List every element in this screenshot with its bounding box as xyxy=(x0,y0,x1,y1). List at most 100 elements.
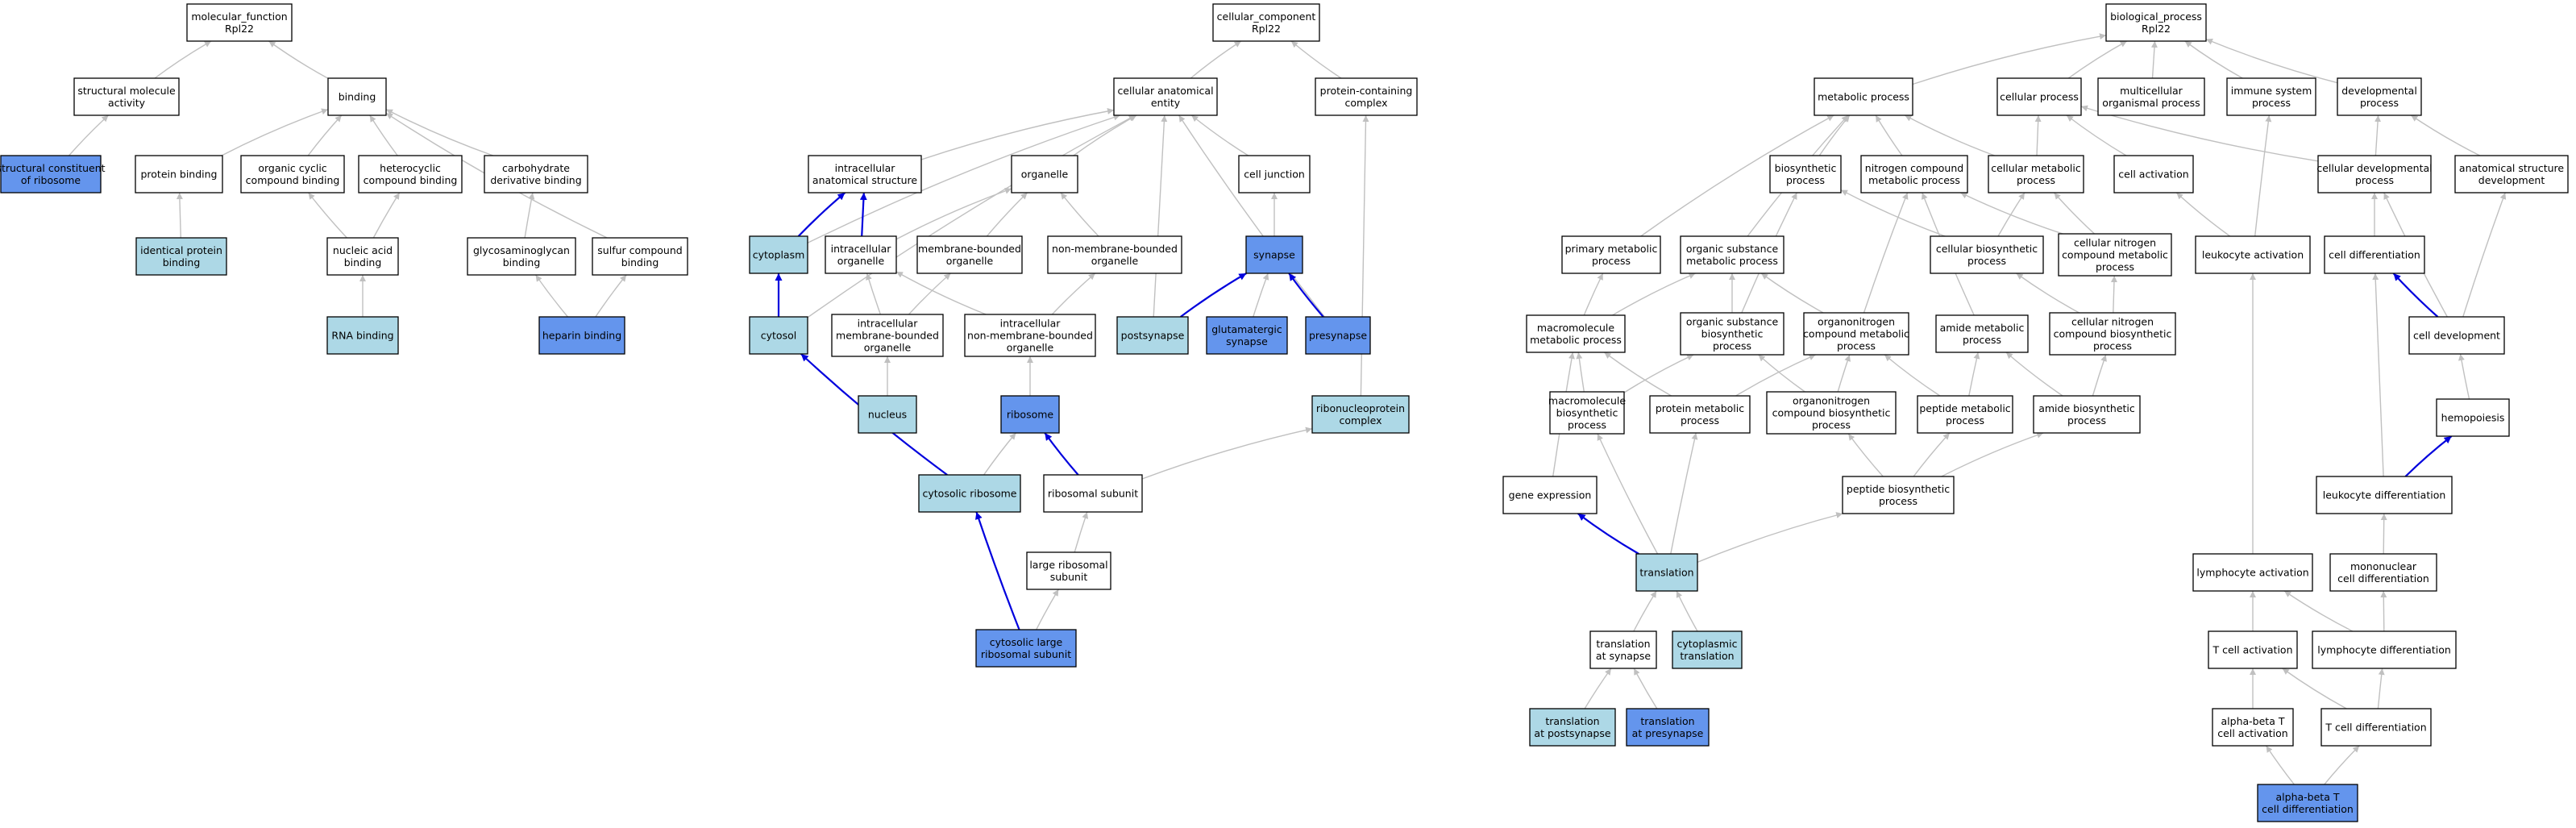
node-ribosome[interactable]: ribosome xyxy=(1000,395,1060,434)
node-t-cell-activation[interactable]: T cell activation xyxy=(2208,630,2298,669)
node-label: cellular metabolic xyxy=(1991,162,2081,174)
node-ribosomal-subunit[interactable]: ribosomal subunit xyxy=(1043,474,1143,513)
edge-immune-system-to-bp-root xyxy=(2184,40,2243,79)
node-hemopoiesis[interactable]: hemopoiesis xyxy=(2436,398,2510,437)
node-t-cell-diff[interactable]: T cell differentiation xyxy=(2320,708,2432,747)
node-cell-development[interactable]: cell development xyxy=(2408,316,2505,355)
node-synapse[interactable]: synapse xyxy=(1245,235,1303,274)
edge-cell-development-to-anat-struct-dev xyxy=(2462,192,2507,318)
node-gene-expression[interactable]: gene expression xyxy=(1502,476,1598,514)
node-label: at presynapse xyxy=(1632,727,1704,739)
node-cytosol[interactable]: cytosol xyxy=(749,316,808,355)
node-binding[interactable]: binding xyxy=(327,77,387,116)
node-box-primary-metabolic xyxy=(1561,235,1661,274)
node-label: synapse xyxy=(1226,335,1268,347)
node-leukocyte-activation[interactable]: leukocyte activation xyxy=(2195,235,2311,274)
node-heparin-binding[interactable]: heparin binding xyxy=(538,316,625,355)
node-box-cyto-large-ribo xyxy=(975,629,1077,668)
node-cytoplasm[interactable]: cytoplasm xyxy=(749,235,808,274)
node-intracell-nmb-org[interactable]: intracellularnon-membrane-boundedorganel… xyxy=(964,314,1096,357)
node-box-org-cyclic xyxy=(240,155,345,193)
node-label: cellular nitrogen xyxy=(2074,237,2156,249)
node-translation[interactable]: translation xyxy=(1635,553,1698,592)
node-lymphocyte-activation[interactable]: lymphocyte activation xyxy=(2192,553,2313,592)
node-metabolic-process[interactable]: metabolic process xyxy=(1814,77,1913,116)
node-rna-binding[interactable]: RNA binding xyxy=(326,316,399,355)
node-cytosolic-ribosome[interactable]: cytosolic ribosome xyxy=(918,474,1021,513)
node-box-ribosomal-subunit xyxy=(1043,474,1143,513)
node-label: process xyxy=(1568,419,1606,431)
node-leukocyte-diff[interactable]: leukocyte differentiation xyxy=(2316,476,2453,514)
edge-struct-mol-act-to-mf-root xyxy=(154,40,212,79)
node-lymphocyte-diff[interactable]: lymphocyte differentiation xyxy=(2312,630,2457,669)
node-cell-activation[interactable]: cell activation xyxy=(2113,155,2194,193)
node-box-cell-junction xyxy=(1238,155,1311,193)
node-box-cellular-process xyxy=(1996,77,2082,116)
edge-leukocyte-activation-to-immune-system xyxy=(2254,114,2272,237)
node-nucleus[interactable]: nucleus xyxy=(858,395,917,434)
node-box-peptide-biosynthetic xyxy=(1842,476,1955,514)
node-protein-binding[interactable]: protein binding xyxy=(135,155,223,193)
edge-cell-nitrogen-biosynth-to-cellular-biosynthetic xyxy=(2016,273,2079,314)
node-cellular-process[interactable]: cellular process xyxy=(1996,77,2082,116)
node-organelle[interactable]: organelle xyxy=(1011,155,1078,193)
node-cell-junction[interactable]: cell junction xyxy=(1238,155,1311,193)
node-postsynapse[interactable]: postsynapse xyxy=(1116,316,1189,355)
node-presynapse[interactable]: presynapse xyxy=(1305,316,1371,355)
node-cell-differentiation[interactable]: cell differentiation xyxy=(2324,235,2425,274)
